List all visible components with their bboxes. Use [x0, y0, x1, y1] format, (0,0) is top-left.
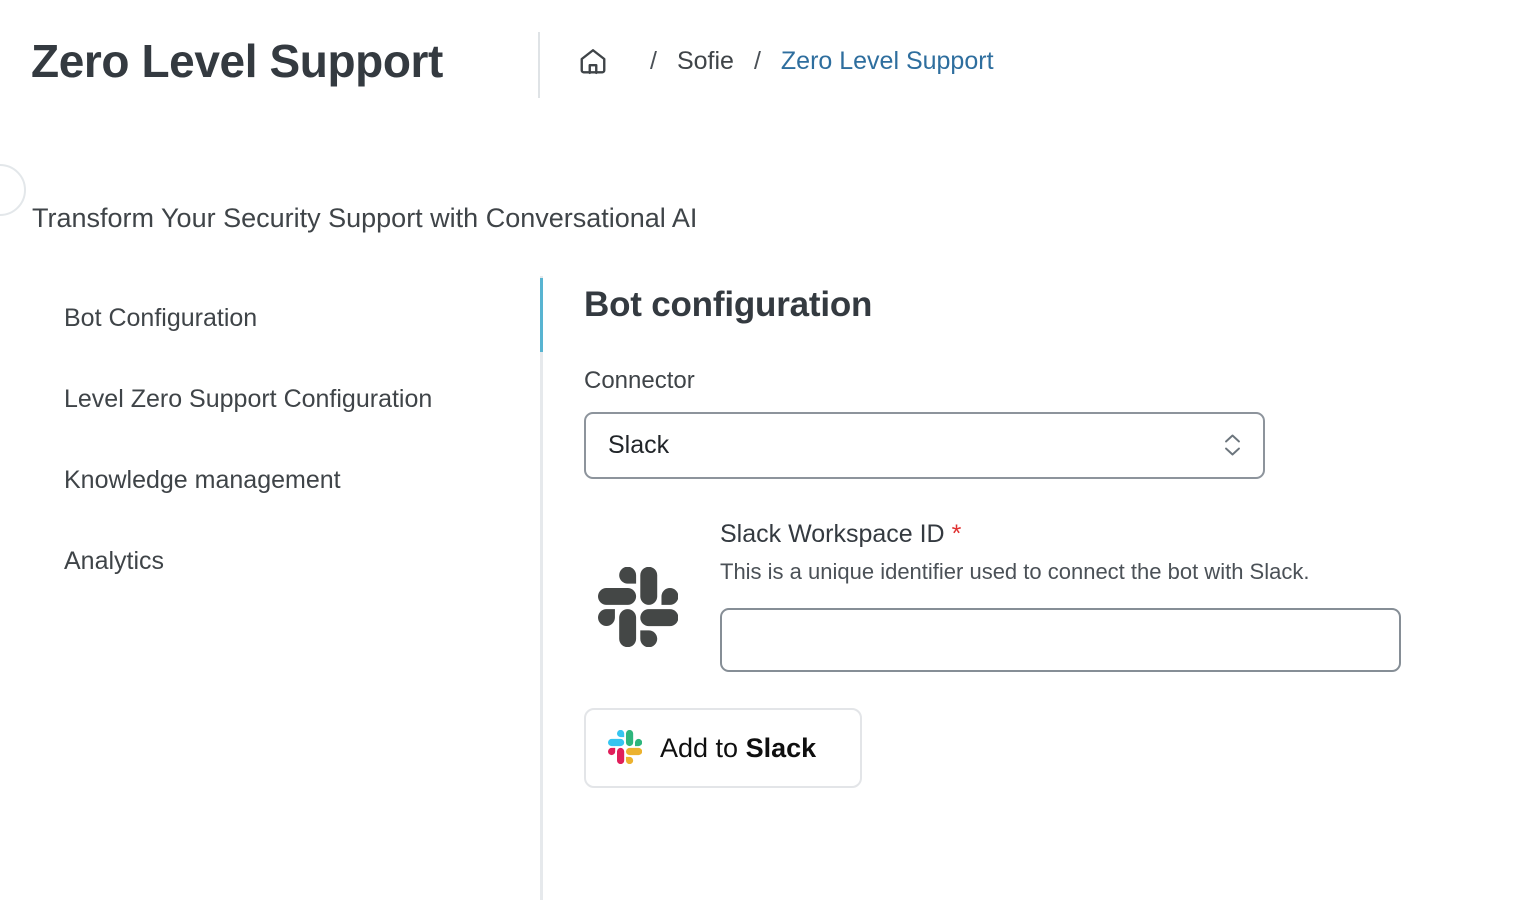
- header-divider: [538, 32, 540, 98]
- breadcrumb-separator-1: /: [650, 46, 657, 75]
- page-title: Zero Level Support: [31, 35, 443, 87]
- chevron-up-down-icon: [1224, 434, 1241, 457]
- sidebar-item-bot-configuration[interactable]: Bot Configuration: [64, 304, 258, 332]
- nav-rail: [540, 276, 543, 900]
- slack-workspace-fields: Slack Workspace ID * This is a unique id…: [720, 519, 1402, 673]
- breadcrumb-item-sofie[interactable]: Sofie: [676, 46, 734, 75]
- page-subtitle: Transform Your Security Support with Con…: [32, 203, 698, 233]
- nav-active-indicator: [540, 278, 543, 352]
- breadcrumb: / Sofie / Zero Level Support: [578, 46, 994, 76]
- slack-workspace-id-description: This is a unique identifier used to conn…: [720, 559, 1310, 584]
- bot-configuration-panel: Bot configuration Connector Slack: [584, 276, 1514, 789]
- breadcrumb-separator-2: /: [753, 46, 761, 75]
- add-to-slack-text-bold: Slack: [745, 732, 817, 763]
- slack-logo-mono-icon: [598, 566, 679, 652]
- connector-label: Connector: [584, 366, 695, 394]
- section-nav: Bot Configuration Level Zero Support Con…: [0, 276, 540, 900]
- slack-workspace-row: Slack Workspace ID * This is a unique id…: [584, 519, 1514, 673]
- home-icon[interactable]: [578, 46, 608, 76]
- slack-workspace-id-input[interactable]: [720, 608, 1401, 673]
- sidebar-item-analytics[interactable]: Analytics: [64, 547, 165, 575]
- add-to-slack-text-regular: Add to: [660, 732, 746, 763]
- sidebar-item-knowledge-management[interactable]: Knowledge management: [64, 466, 341, 494]
- sidebar-item-level-zero-support-configuration[interactable]: Level Zero Support Configuration: [64, 385, 433, 413]
- connector-selected-value: Slack: [608, 430, 670, 459]
- required-asterisk: *: [951, 519, 962, 548]
- slack-workspace-id-label-text: Slack Workspace ID: [720, 519, 945, 548]
- connector-select[interactable]: Slack: [584, 411, 1265, 479]
- section-title: Bot configuration: [584, 285, 873, 324]
- breadcrumb-item-current[interactable]: Zero Level Support: [780, 46, 994, 75]
- sidebar-collapse-toggle[interactable]: [0, 164, 26, 216]
- page-body: Bot Configuration Level Zero Support Con…: [0, 276, 1540, 900]
- add-to-slack-label: Add to Slack: [660, 733, 816, 764]
- slack-workspace-id-label: Slack Workspace ID *: [720, 519, 1402, 549]
- page-header: Zero Level Support / Sofie / Zero Level …: [0, 0, 1540, 128]
- add-to-slack-button[interactable]: Add to Slack: [584, 708, 862, 789]
- slack-logo-color-icon: [608, 729, 643, 767]
